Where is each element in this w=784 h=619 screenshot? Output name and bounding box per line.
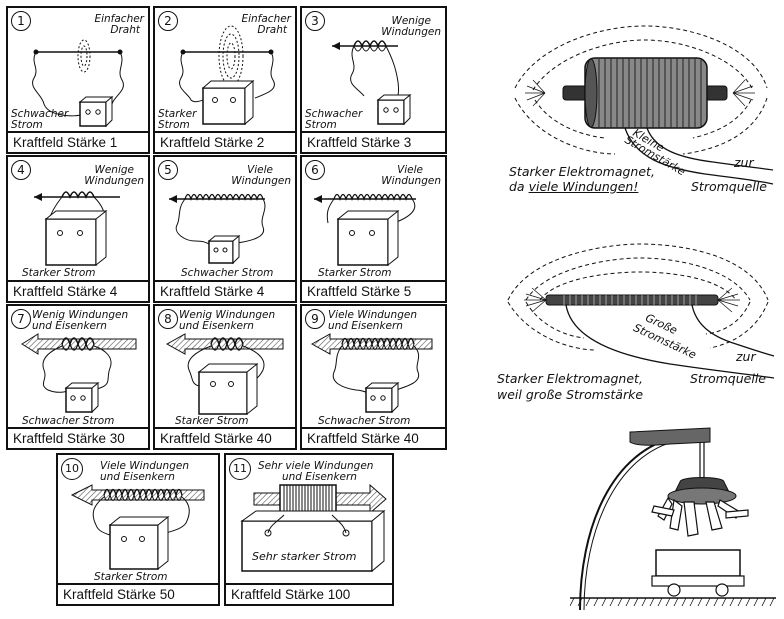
panel-6: 6 Viele Windungen Starker Strom Kraftfel…	[300, 155, 447, 303]
label-strom: Schwacher Strom	[181, 267, 274, 279]
panel-number: 6	[305, 160, 325, 180]
panel-7: 7 Wenig Windungen und Eisenkern Schwache…	[6, 304, 150, 450]
panel-caption: Kraftfeld Stärke 4	[155, 280, 295, 301]
label-strength: Starker	[158, 108, 197, 120]
panel-number: 11	[229, 458, 251, 480]
label-zur: zur	[736, 349, 756, 364]
label-strom: Starker Strom	[22, 267, 96, 279]
label-strom: Schwacher Strom	[22, 415, 115, 427]
panel-5: 5 Viele Windungen Schwacher Strom Kraftf…	[153, 155, 297, 303]
label-windungen: Wenig Windungen	[179, 309, 276, 321]
label-windungen: Viele Windungen	[328, 309, 417, 321]
panel-caption: Kraftfeld Stärke 4	[8, 280, 148, 301]
label-wenige: Wenige	[94, 164, 134, 176]
panel-2: 2 Einfacher Draht Starker Strom Kraftfel…	[153, 6, 297, 154]
panel-caption: Kraftfeld Stärke 2	[155, 131, 295, 152]
panel-1-drawing	[32, 39, 124, 128]
label-strength: Schwacher	[11, 108, 69, 120]
label-draht: Draht	[257, 24, 287, 36]
label-windungen: Sehr viele Windungen	[258, 460, 374, 472]
label-strom: Strom	[158, 119, 190, 131]
panel-caption: Kraftfeld Stärke 50	[58, 583, 218, 604]
panel-7-drawing	[21, 333, 137, 414]
label-strom: Starker Strom	[318, 267, 392, 279]
panel-number: 5	[158, 160, 178, 180]
panel-caption: Kraftfeld Stärke 30	[8, 427, 148, 448]
panel-number: 10	[61, 458, 83, 480]
label-wenige: Wenige	[391, 15, 431, 27]
panel-2-drawing	[179, 25, 275, 126]
caption-line-2: da viele Windungen!	[509, 180, 638, 194]
magnet-high-current	[507, 243, 775, 379]
label-draht: Draht	[110, 24, 140, 36]
label-einfacher: Einfacher	[241, 13, 291, 25]
caption-underlined: viele Windungen!	[528, 179, 639, 194]
label-eisenkern: und Eisenkern	[179, 320, 254, 332]
caption-line-1: Starker Elektromagnet,	[497, 371, 643, 386]
panel-8-drawing	[165, 333, 284, 416]
panel-number: 8	[158, 309, 178, 329]
label-viele: Viele	[397, 164, 423, 176]
panel-caption: Kraftfeld Stärke 5	[302, 280, 445, 301]
panel-number: 9	[305, 309, 325, 329]
panel-caption: Kraftfeld Stärke 40	[155, 427, 295, 448]
panel-3: 3 Wenige Windungen Schwacher Strom Kraft…	[300, 6, 447, 154]
label-windungen: Windungen	[381, 26, 441, 38]
label-windungen: Windungen	[84, 175, 144, 187]
panel-number: 3	[305, 11, 325, 31]
label-zur: zur	[734, 155, 754, 170]
panel-3-drawing	[332, 40, 412, 126]
label-strom: Starker Strom	[175, 415, 249, 427]
label-strength: Schwacher	[305, 108, 363, 120]
label-eisenkern: und Eisenkern	[100, 471, 175, 483]
panel-number: 2	[158, 11, 178, 31]
panel-number: 1	[11, 11, 31, 31]
label-viele: Viele	[247, 164, 273, 176]
label-einfacher: Einfacher	[94, 13, 144, 25]
panel-number: 7	[11, 309, 31, 329]
label-windungen: Windungen	[381, 175, 441, 187]
label-strom: Strom	[305, 119, 337, 131]
panel-11-drawing	[240, 483, 387, 573]
panel-caption: Kraftfeld Stärke 1	[8, 131, 148, 152]
label-strom: Strom	[11, 119, 43, 131]
label-strom: Sehr starker Strom	[252, 550, 357, 563]
panel-10-drawing	[70, 484, 205, 571]
panel-4-drawing	[34, 191, 120, 267]
panel-9: 9 Viele Windungen und Eisenkern Schwache…	[300, 304, 447, 450]
magnet-many-windings	[514, 25, 774, 185]
panel-caption: Kraftfeld Stärke 100	[226, 583, 392, 604]
panel-4: 4 Wenige Windungen Starker Strom Kraftfe…	[6, 155, 150, 303]
label-strom: Schwacher Strom	[318, 415, 411, 427]
panel-5-drawing	[169, 193, 266, 265]
panel-caption: Kraftfeld Stärke 3	[302, 131, 445, 152]
panel-11: 11 Sehr viele Windungen und Eisenkern Se…	[224, 453, 394, 606]
label-eisenkern: und Eisenkern	[282, 471, 357, 483]
label-stromquelle: Stromquelle	[691, 179, 767, 194]
label-stromquelle: Stromquelle	[690, 371, 766, 386]
panel-8: 8 Wenig Windungen und Eisenkern Starker …	[153, 304, 297, 450]
caption-text: da	[509, 179, 529, 194]
panel-1: 1 Einfacher Draht Schwacher Strom Kraftf…	[6, 6, 150, 154]
label-windungen: Windungen	[231, 175, 291, 187]
panel-caption: Kraftfeld Stärke 40	[302, 427, 445, 448]
label-windungen: Wenig Windungen	[32, 309, 129, 321]
label-eisenkern: und Eisenkern	[328, 320, 403, 332]
caption-line-1: Starker Elektromagnet,	[509, 164, 655, 179]
panel-10: 10 Viele Windungen und Eisenkern Starker…	[56, 453, 220, 606]
label-strom: Starker Strom	[94, 571, 168, 583]
panel-9-drawing	[310, 333, 433, 414]
crane-magnet-illustration	[570, 427, 776, 611]
label-windungen: Viele Windungen	[100, 460, 189, 472]
panel-number: 4	[11, 160, 31, 180]
label-eisenkern: und Eisenkern	[32, 320, 107, 332]
panel-6-drawing	[314, 193, 416, 267]
caption-line-2: weil große Stromstärke	[497, 387, 644, 402]
